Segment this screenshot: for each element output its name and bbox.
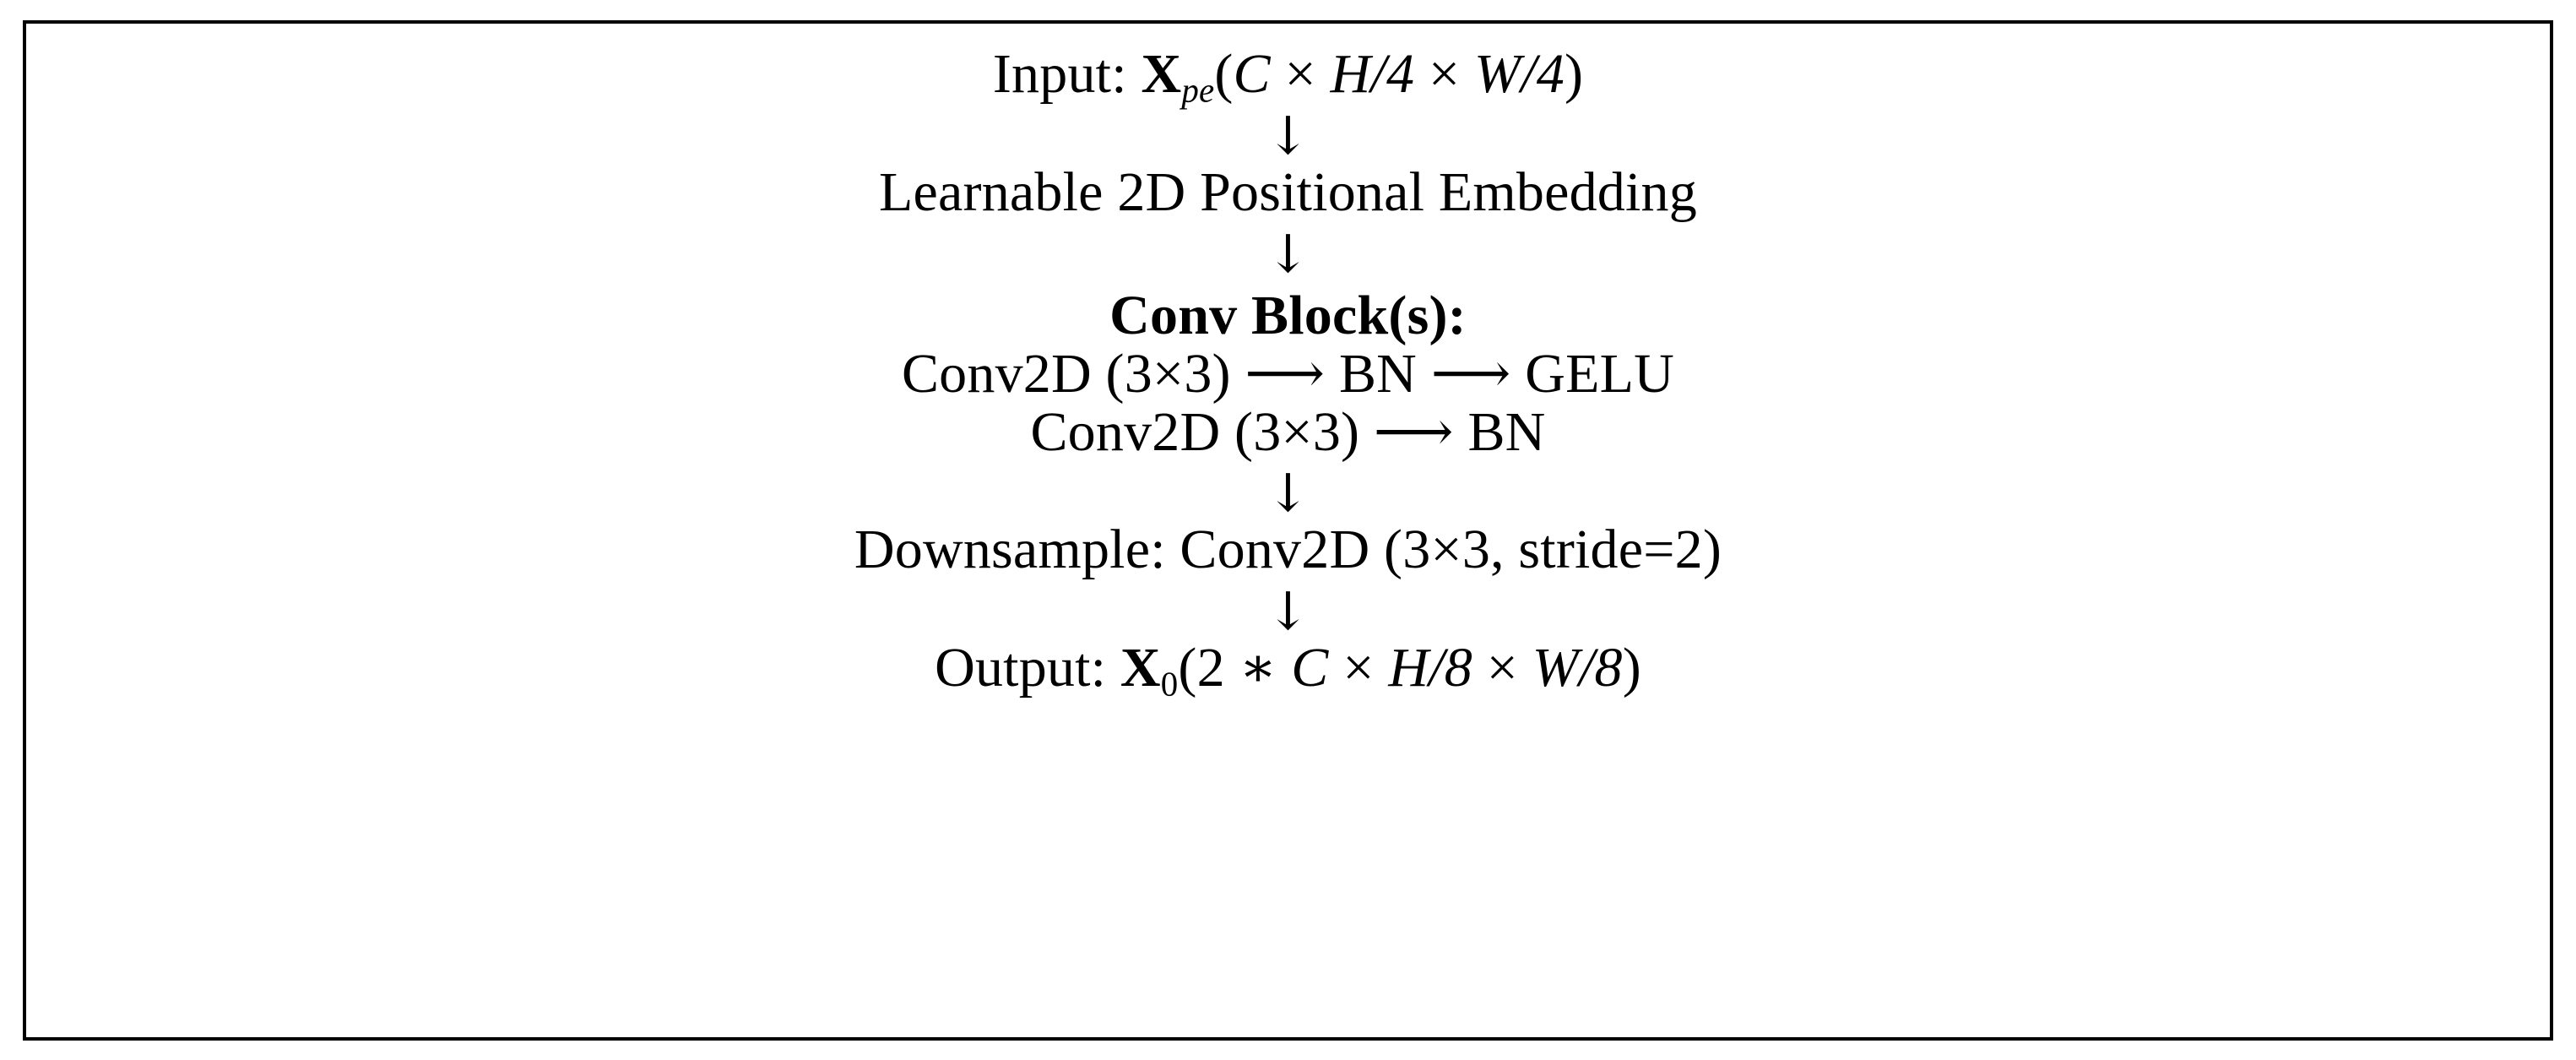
input-close-paren: ) (1564, 43, 1584, 105)
output-dim-channels: C (1291, 636, 1329, 699)
input-dim-channels: C (1233, 43, 1271, 105)
input-tensor-subscript: pe (1181, 71, 1215, 110)
output-channel-factor: 2 (1196, 636, 1225, 699)
output-close-paren: ) (1622, 636, 1641, 699)
times-icon: × (1342, 636, 1375, 699)
flow-node-input: Input: Xpe(C × H/4 × W/4) (993, 46, 1583, 108)
times-icon: × (1428, 43, 1461, 105)
input-dim-width: W/4 (1474, 43, 1565, 105)
flow-node-positional-embedding: Learnable 2D Positional Embedding (879, 161, 1697, 224)
asterisk-icon: ∗ (1239, 636, 1277, 699)
input-tensor-symbol: X (1141, 43, 1182, 105)
conv-line-1-part-3: GELU (1525, 342, 1675, 405)
output-dim-width: W/8 (1532, 636, 1623, 699)
flow-node-conv-block-header: Conv Block(s): (1109, 284, 1467, 346)
down-arrow-icon: ↓ (1266, 579, 1310, 642)
conv-line-2-part-2: BN (1467, 401, 1546, 464)
right-arrow-icon: ⟶ (1373, 401, 1454, 464)
conv-line-2-part-1: Conv2D (3×3) (1030, 401, 1360, 464)
flow-node-conv-line-1: Conv2D (3×3) ⟶ BN ⟶ GELU (902, 345, 1674, 402)
output-dim-height: H/8 (1388, 636, 1472, 699)
right-arrow-icon: ⟶ (1430, 342, 1511, 405)
figure-border-frame: Input: Xpe(C × H/4 × W/4) ↓ Learnable 2D… (23, 20, 2553, 1041)
output-open-paren: ( (1178, 636, 1197, 699)
down-arrow-icon: ↓ (1266, 105, 1310, 167)
input-open-paren: ( (1214, 43, 1234, 105)
flow-node-conv-line-2: Conv2D (3×3) ⟶ BN (1030, 404, 1545, 460)
output-tensor-subscript: 0 (1160, 665, 1179, 704)
down-arrow-icon: ↓ (1266, 222, 1310, 285)
conv-line-1-part-1: Conv2D (3×3) (901, 342, 1231, 405)
conv-line-1-part-2: BN (1338, 342, 1418, 405)
input-label: Input: (992, 43, 1142, 105)
input-dim-height: H/4 (1330, 43, 1415, 105)
down-arrow-icon: ↓ (1266, 462, 1310, 525)
times-icon: × (1284, 43, 1316, 105)
times-icon: × (1486, 636, 1519, 699)
right-arrow-icon: ⟶ (1245, 342, 1326, 405)
flow-node-output: Output: X0(2 ∗ C × H/8 × W/8) (935, 639, 1641, 702)
flow-node-downsample: Downsample: Conv2D (3×3, stride=2) (854, 519, 1722, 581)
output-label: Output: (935, 636, 1120, 699)
architecture-flow-stack: Input: Xpe(C × H/4 × W/4) ↓ Learnable 2D… (26, 24, 2550, 1037)
output-tensor-symbol: X (1120, 636, 1161, 699)
